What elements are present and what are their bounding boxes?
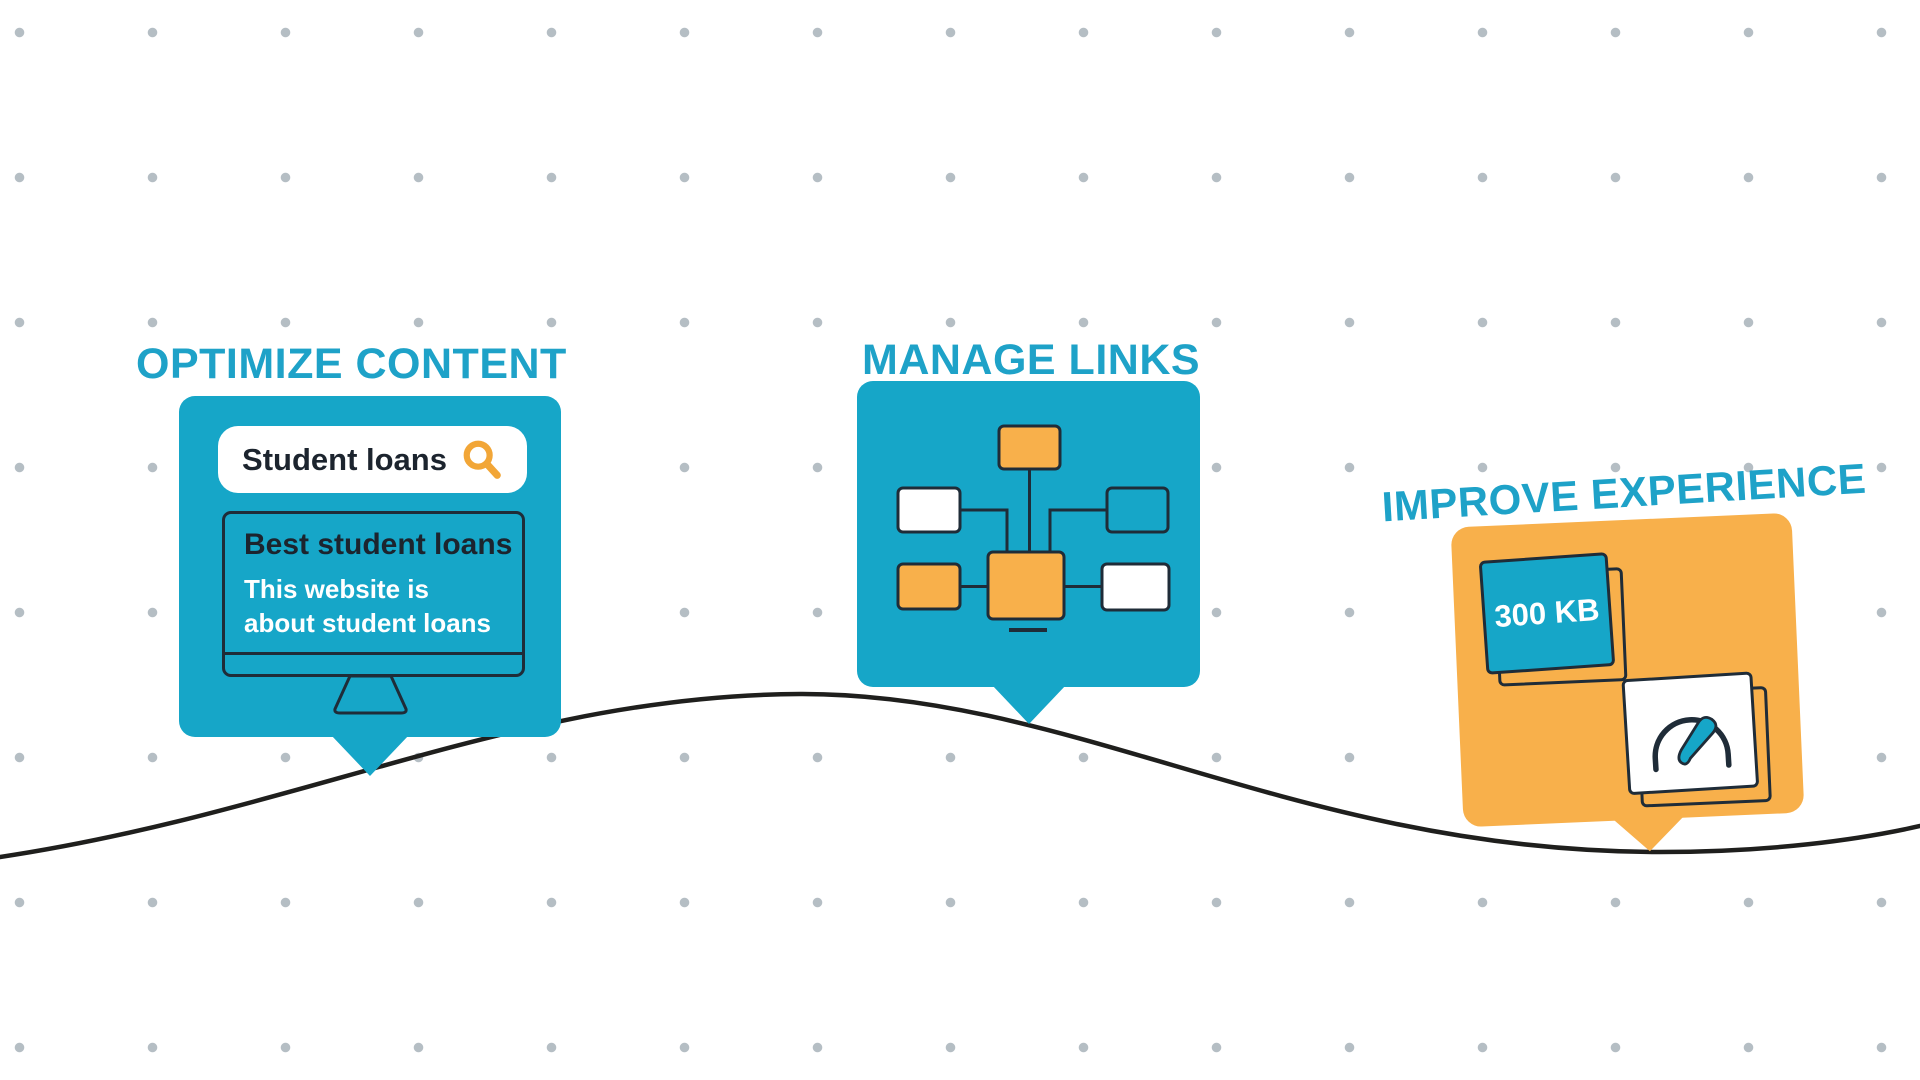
speedometer-arc [1652, 717, 1732, 773]
search-result-description: This website is about student loans [244, 574, 491, 639]
speedometer-icon [1652, 715, 1732, 773]
bubble-tail [991, 685, 1066, 724]
improve-experience-bubble: 300 KB [1450, 512, 1805, 853]
search-icon [463, 440, 501, 479]
speedometer-box [1621, 671, 1760, 796]
speedometer-needle [1677, 715, 1718, 766]
search-query-text: Student loans [242, 441, 447, 477]
sitemap-node-bottom-left [896, 562, 962, 611]
optimize-content-bubble: Student loans Best student loans This we… [179, 396, 561, 776]
sitemap-node-bottom-right [1100, 562, 1171, 612]
manage-links-bubble [857, 381, 1200, 724]
sitemap-node-mid-left [896, 486, 962, 534]
sitemap-connector [960, 508, 1009, 552]
monitor-illustration: Best student loans This website is about… [222, 511, 525, 677]
page-size-label: 300 KB [1493, 591, 1601, 635]
sitemap-node-mid-right [1105, 486, 1170, 534]
section-title-manage-links: MANAGE LINKS [862, 335, 1201, 384]
page-size-box: 300 KB [1478, 552, 1616, 675]
sitemap-node-top [997, 424, 1062, 471]
bubble-tail [331, 735, 409, 776]
sitemap-connector [1048, 508, 1107, 552]
search-result-title: Best student loans [244, 528, 513, 561]
sitemap-node-center [986, 550, 1066, 621]
sitemap-diagram [896, 424, 1171, 632]
search-bar: Student loans [218, 426, 527, 493]
bubble-tail [1612, 815, 1686, 853]
section-title-optimize-content: OPTIMIZE CONTENT [136, 339, 567, 388]
monitor-bottom-bar [224, 652, 523, 655]
monitor-stand [333, 675, 408, 715]
